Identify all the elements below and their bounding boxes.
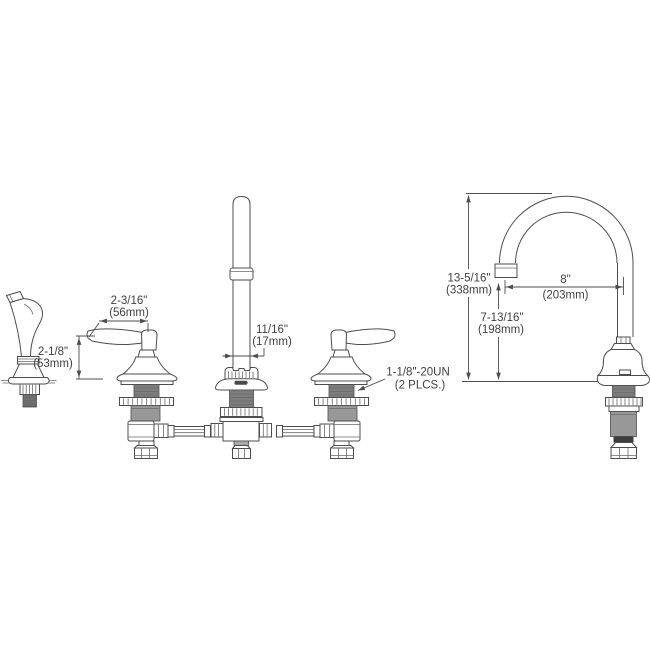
spray-head-body bbox=[9, 297, 43, 357]
side-view bbox=[494, 195, 650, 459]
side-spray-view bbox=[1, 290, 57, 408]
dim-spout-outlet-height: 7-13/16" (198mm) bbox=[478, 283, 524, 380]
dim-spout-reach-metric: (203mm) bbox=[542, 290, 588, 302]
tee-coupling-nut bbox=[232, 448, 251, 459]
dim-handle-height-imperial: 2-1/8" bbox=[38, 346, 68, 358]
dim-overall-height: 13-5/16" (338mm) bbox=[446, 193, 598, 382]
side-view-lower-shank bbox=[610, 411, 637, 437]
left-valve-unit bbox=[119, 384, 174, 459]
brand-mark bbox=[234, 380, 248, 385]
side-view-flange bbox=[596, 375, 650, 386]
dim-shank-thread-note: (2 PLCS.) bbox=[395, 380, 446, 392]
dim-shank-thread: 1-1/8"-20UN (2 PLCS.) bbox=[357, 367, 450, 392]
dim-handle-length: 2-3/16" (56mm) bbox=[88, 295, 149, 338]
dim-spout-reach-imperial: 8" bbox=[560, 274, 570, 286]
dim-handle-length-metric: (56mm) bbox=[109, 307, 149, 319]
dim-overall-height-imperial: 13-5/16" bbox=[447, 273, 490, 285]
dim-spout-outlet-height-metric: (198mm) bbox=[478, 324, 524, 336]
gooseneck-inner-arc bbox=[515, 211, 618, 264]
dim-spout-reach: 8" (203mm) bbox=[504, 274, 624, 302]
dim-handle-height: 2-1/8" (53mm) bbox=[33, 335, 103, 380]
right-handle-lever bbox=[344, 328, 396, 346]
right-handle-bell bbox=[316, 356, 367, 375]
left-handle-lever bbox=[86, 328, 144, 346]
dim-spout-diameter-imperial: 11/16" bbox=[256, 324, 288, 336]
gooseneck-outer-arc bbox=[499, 195, 634, 264]
center-spout bbox=[214, 195, 269, 417]
supply-hose-left bbox=[167, 425, 211, 438]
front-view bbox=[86, 195, 396, 459]
right-handle-assembly bbox=[310, 328, 396, 459]
spray-flange bbox=[7, 377, 50, 385]
spout-outlet-cap bbox=[494, 263, 518, 278]
center-tee bbox=[210, 417, 272, 459]
dim-spout-diameter-metric: (17mm) bbox=[252, 336, 292, 348]
dim-handle-height-metric: (53mm) bbox=[33, 358, 73, 370]
side-view-coupling-nut bbox=[610, 447, 637, 459]
dim-spout-outlet-height-imperial: 7-13/16" bbox=[480, 312, 523, 324]
right-handle-flange bbox=[310, 373, 372, 382]
side-view-seal bbox=[613, 436, 634, 443]
supply-hose-right bbox=[276, 425, 321, 438]
right-valve-unit bbox=[314, 384, 369, 459]
spout-collar bbox=[229, 267, 254, 281]
left-handle-bell bbox=[121, 356, 172, 375]
dim-overall-height-metric: (338mm) bbox=[446, 285, 492, 297]
dim-handle-length-imperial: 2-3/16" bbox=[111, 295, 148, 307]
dim-shank-thread-spec: 1-1/8"-20UN bbox=[386, 367, 450, 379]
spout-tube bbox=[232, 195, 251, 369]
left-handle-flange bbox=[116, 373, 178, 382]
left-handle-assembly bbox=[86, 328, 178, 459]
dim-spout-diameter: 11/16" (17mm) bbox=[222, 324, 292, 359]
tee-body bbox=[222, 421, 260, 442]
